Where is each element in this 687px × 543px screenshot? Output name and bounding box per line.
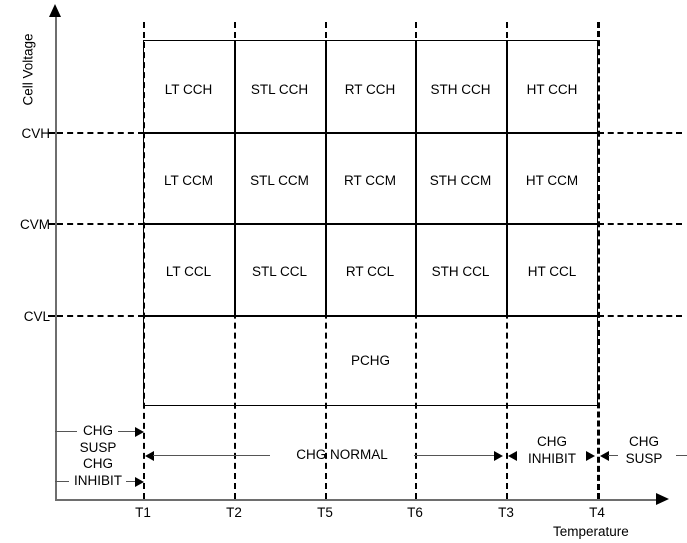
y-axis-title: Cell Voltage [20,33,36,106]
cell-pchg: PCHG [350,353,390,368]
x-tick-label-t2: T2 [226,505,242,520]
ann-label-chg-normal: CHG NORMAL [296,447,388,462]
threshold-dash-cvl-right [598,315,682,317]
cell-stl-ccl: STL CCL [251,264,307,279]
x-axis-title: Temperature [553,524,629,539]
cell-ht-ccm: HT CCM [525,173,579,188]
cell-sth-ccl: STH CCL [431,264,490,279]
ann-line-chg-susp-right [608,455,618,457]
cell-lt-ccl: LT CCL [165,264,212,279]
ann-arrow-chg-inhibit-right-left-icon [508,451,517,461]
ann-line-chg-normal-left [153,455,270,457]
cell-sth-cch: STH CCH [430,82,491,97]
x-tick-label-t1: T1 [135,505,151,520]
y-tick-mark-cvm [48,223,55,225]
grid-vline-t3 [506,40,508,316]
ann-line-chg-susp-right-tail [676,455,687,457]
cell-rt-cch: RT CCH [344,82,396,97]
y-tick-label-cvh: CVH [21,126,50,141]
threshold-dash-cvh-left [57,132,144,134]
grid-hline-cvl [143,315,598,317]
y-tick-label-cvl: CVL [23,309,50,324]
ann-label-chg-susp-right-line1: CHG [629,434,659,449]
cell-sth-ccm: STH CCM [429,173,492,188]
ann-arrow-chg-inhibit-left-icon [135,477,144,487]
y-tick-mark-cvl [48,315,55,317]
cell-rt-ccm: RT CCM [343,173,396,188]
threshold-dash-cvm-right [598,223,682,225]
ann-line-chg-inhibit-left [126,481,138,483]
grid-vline-t5 [325,40,327,316]
ann-label-chg-susp-left-line1: CHG [83,423,113,438]
ann-arrow-chg-inhibit-right-right-icon [586,451,595,461]
y-tick-label-cvm: CVM [20,217,50,232]
y-axis-line [55,12,57,500]
grid-hline-cvh [143,132,598,134]
x-tick-label-t3: T3 [498,505,514,520]
temp-dash-t1 [143,22,145,499]
cell-stl-ccm: STL CCM [250,173,309,188]
ann-label-chg-inhibit-left-line1: CHG [83,456,113,471]
threshold-dash-cvh-right [598,132,682,134]
x-tick-label-t4: T4 [589,505,605,520]
ann-label-chg-susp-right-line2: SUSP [625,451,663,466]
grid-vline-t2 [234,40,236,316]
x-tick-label-t5: T5 [317,505,333,520]
ann-arrow-chg-susp-right-icon [600,451,609,461]
y-axis-arrow-icon [49,4,61,17]
ann-label-chg-inhibit-right-line1: CHG [537,434,567,449]
y-tick-mark-cvh [48,132,55,134]
x-tick-label-t6: T6 [407,505,423,520]
cell-ht-cch: HT CCH [526,82,578,97]
threshold-dash-cvm-left [57,223,144,225]
x-axis-arrow-icon [656,493,669,505]
cell-ht-ccl: HT CCL [527,264,577,279]
ann-stub-chg-susp-left [55,431,77,433]
ann-label-chg-inhibit-right-line2: INHIBIT [527,451,576,466]
ann-line-chg-normal-right [414,455,496,457]
cell-lt-ccm: LT CCM [163,173,213,188]
ann-arrow-chg-normal-left-icon [145,451,154,461]
ann-label-chg-inhibit-left-line2: INHIBIT [73,473,122,488]
ann-line-chg-susp-left [118,431,138,433]
ann-arrow-chg-susp-left-icon [135,427,144,437]
cell-lt-cch: LT CCH [164,82,213,97]
grid-hline-cvm [143,223,598,225]
cell-rt-ccl: RT CCL [345,264,395,279]
x-axis-line [55,499,663,501]
temp-dash-t4 [597,22,600,499]
ann-label-chg-susp-left-line2: SUSP [79,440,117,455]
threshold-dash-cvl-left [57,315,144,317]
grid-vline-t6 [415,40,417,316]
ann-arrow-chg-normal-right-icon [494,451,503,461]
ann-stub-chg-inhibit-left [55,481,69,483]
cell-stl-cch: STL CCH [250,82,309,97]
